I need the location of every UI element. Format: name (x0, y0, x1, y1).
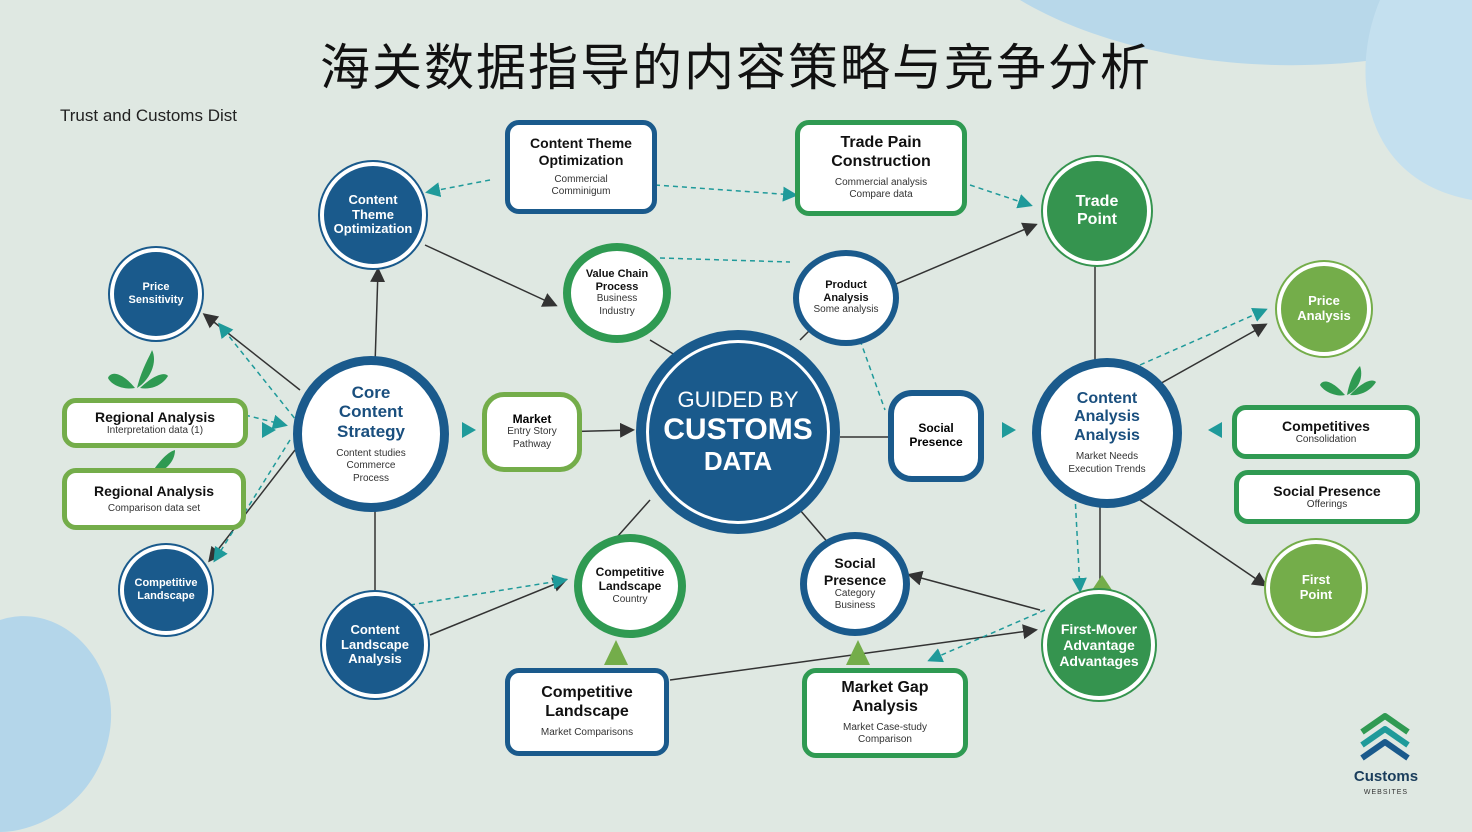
bg-blob-top-right (1020, 0, 1472, 66)
core-content-strategy-circle: Core Content Strategy Content studies Co… (293, 356, 449, 512)
node-label: Regional Analysis (94, 408, 216, 425)
regional-analysis-box-1: Regional Analysis Interpretation data (1… (62, 398, 248, 448)
node-label: Content Landscape Analysis (341, 621, 409, 667)
brand-name: Customs (1353, 768, 1419, 785)
center-hub-circle: GUIDED BY CUSTOMS DATA (636, 330, 840, 534)
node-sublabel: Market Needs Execution Trends (1068, 451, 1146, 475)
regional-analysis-box-2: Regional Analysis Comparison data set (62, 468, 246, 530)
first-point-circle: First Point (1266, 540, 1366, 636)
node-sublabel: Market Case-study Comparison (843, 721, 927, 746)
node-sublabel: Commercial analysis Compare data (834, 176, 928, 201)
market-gap-analysis-box: Market Gap Analysis Market Case-study Co… (802, 668, 968, 758)
bg-blob-right (1365, 0, 1472, 200)
node-label: Value Chain Process (585, 267, 649, 293)
node-sublabel: Category Business (834, 587, 876, 612)
center-hub-inner: GUIDED BY CUSTOMS DATA (646, 340, 830, 524)
node-label: Social Presence (823, 555, 887, 588)
brand-tag: WEBSITES (1363, 789, 1409, 796)
competitive-landscape-circle: Competitive Landscape Country (574, 534, 686, 638)
node-label: Content Theme Optimization (333, 191, 413, 237)
node-label: Content Analysis Analysis (1074, 389, 1140, 444)
node-sublabel: Interpretation data (1) (106, 424, 204, 436)
node-sublabel: Country (612, 593, 648, 605)
node-label: Competitive Landscape (541, 684, 633, 720)
social-presence-hexagon: Social Presence (888, 390, 984, 482)
node-label: Price Sensitivity (128, 281, 184, 306)
content-landscape-circle: Content Landscape Analysis (322, 592, 428, 698)
value-chain-circle: Value Chain Process Business Industry (563, 243, 671, 343)
node-sublabel: Market Comparisons (540, 727, 634, 739)
social-presence-box: Social Presence Offerings (1234, 470, 1420, 524)
social-presence-circle: Social Presence Category Business (800, 532, 910, 636)
product-analysis-circle: Product Analysis Some analysis (793, 250, 899, 346)
node-label: Competitive Landscape (134, 577, 198, 602)
node-label: Competitive Landscape (595, 564, 665, 593)
bg-blob-bottom-left (0, 616, 112, 832)
node-label: Content Theme Optimization (530, 135, 632, 168)
node-label: Competitives (1282, 417, 1370, 434)
leaf-icon (108, 373, 135, 389)
node-label: Market (512, 411, 552, 426)
node-label: First-Mover Advantage Advantages (1059, 620, 1139, 670)
center-line-2: CUSTOMS (663, 412, 813, 446)
market-hexagon: Market Entry Story Pathway (482, 392, 582, 472)
node-label: Core Content Strategy (336, 382, 406, 442)
node-sublabel: Entry Story Pathway (507, 426, 557, 450)
center-line-3: DATA (703, 446, 773, 477)
first-mover-circle: First-Mover Advantage Advantages (1043, 590, 1155, 700)
node-sublabel: Commercial Comminigum (551, 173, 611, 198)
competitive-landscape-box: Competitive Landscape Market Comparisons (505, 668, 669, 756)
node-label: Regional Analysis (93, 482, 215, 499)
page-subtitle: Trust and Customs Dist (60, 106, 237, 125)
competitives-box: Competitives Consolidation (1232, 405, 1420, 459)
node-sublabel: Consolidation (1295, 433, 1357, 445)
center-line-1: GUIDED BY (677, 386, 799, 412)
content-theme-optimization-box: Content Theme Optimization Commercial Co… (505, 120, 657, 214)
trade-point-circle: Trade Point (1043, 157, 1151, 265)
trade-pain-construction-box: Trade Pain Construction Commercial analy… (795, 120, 967, 216)
node-sublabel: Some analysis (813, 304, 879, 316)
node-label: Social Presence (1273, 482, 1381, 499)
customs-logo-icon (1360, 713, 1410, 761)
node-label: Price Analysis (1297, 293, 1351, 323)
price-analysis-circle: Price Analysis (1277, 262, 1371, 356)
page-title: 海关数据指导的内容策略与竞争分析 (320, 39, 1152, 97)
node-label: Social Presence (909, 421, 963, 449)
node-sublabel: Comparison data set (107, 502, 201, 514)
node-label: Trade Pain Construction (831, 134, 931, 170)
node-label: Trade Point (1075, 192, 1119, 228)
node-label: Product Analysis (823, 279, 869, 304)
node-label: First Point (1299, 572, 1333, 602)
node-sublabel: Offerings (1306, 498, 1348, 510)
content-theme-circle: Content Theme Optimization (320, 162, 426, 268)
competitive-landscape-circle-left: Competitive Landscape (120, 545, 212, 635)
price-sensitivity-circle: Price Sensitivity (110, 248, 202, 340)
content-analysis-circle: Content Analysis Analysis Market Needs E… (1032, 358, 1182, 508)
node-sublabel: Content studies Commerce Process (336, 447, 406, 484)
node-label: Market Gap Analysis (841, 679, 929, 715)
node-sublabel: Business Industry (596, 293, 638, 317)
